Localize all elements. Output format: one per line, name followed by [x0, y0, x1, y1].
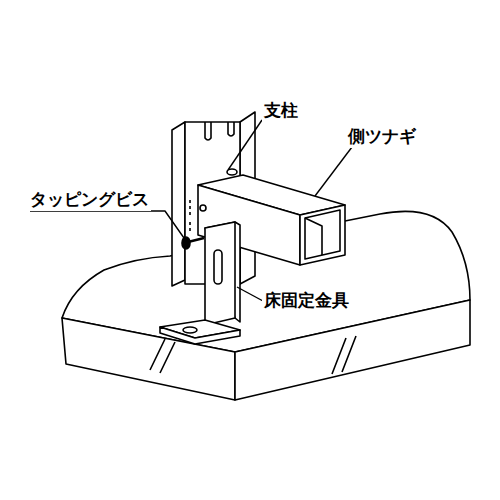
- part-label: 側ツナギ: [346, 126, 418, 148]
- tapping-screw: [182, 237, 204, 249]
- part-label: タッピングビス: [28, 189, 151, 211]
- part-label: 支柱: [262, 100, 300, 122]
- part-label: 床固定金具: [262, 290, 351, 312]
- floor-bracket: [160, 222, 240, 344]
